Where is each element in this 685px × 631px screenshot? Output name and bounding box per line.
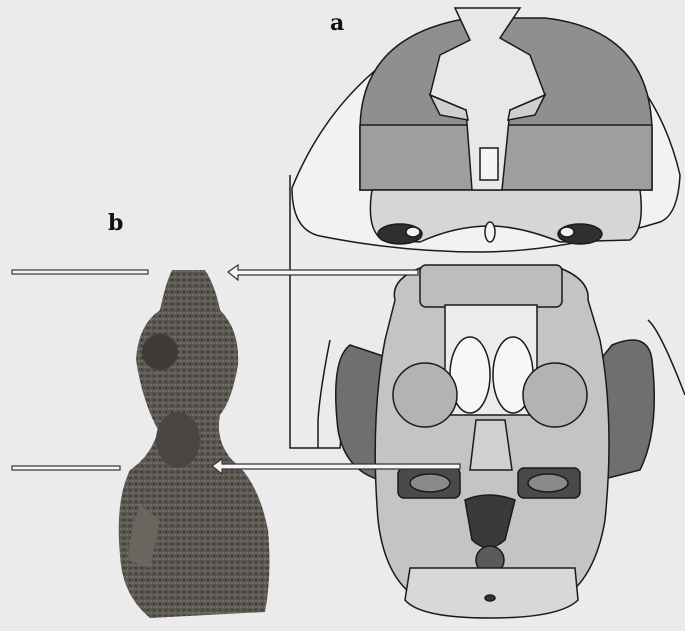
bird-chin [485, 222, 495, 242]
figure-headpiece [420, 265, 562, 307]
right-eye-highlight [560, 227, 574, 237]
left-eye-highlight [406, 227, 420, 237]
ruler-line-upper [12, 270, 148, 274]
cheek-right [523, 363, 587, 427]
ear-ornament-left-inner [410, 474, 450, 492]
panel-label-b: b [108, 212, 123, 234]
ear-ornament-right-inner [528, 474, 568, 492]
figure-nose [470, 420, 512, 470]
ruler-line-lower [12, 466, 120, 470]
panel-b-statue-photo [119, 270, 270, 618]
cheek-left [393, 363, 457, 427]
base-mark [485, 595, 495, 601]
panel-a-head-drawing [292, 8, 680, 252]
statue-headdress-rosette [142, 334, 178, 370]
figure-base [405, 568, 578, 618]
lower-bell-curve [318, 340, 330, 448]
statue-face [156, 412, 200, 468]
arrow-upper [228, 265, 418, 280]
panel-label-a: a [330, 12, 344, 34]
bird-beak [480, 148, 498, 180]
